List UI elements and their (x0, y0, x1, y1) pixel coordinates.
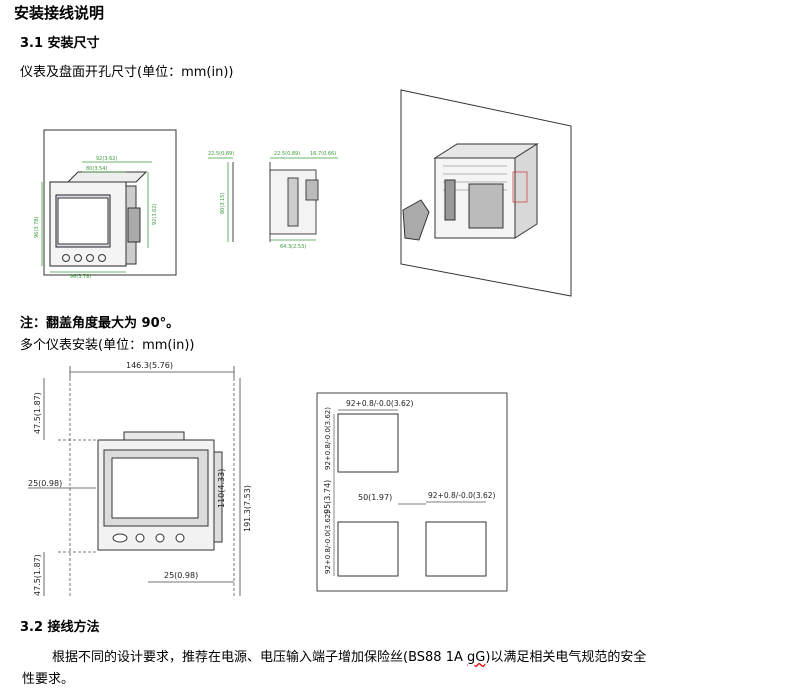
dim-width-146-3: 146.3(5.76) (126, 361, 173, 370)
caption-panel-cutout: 仪表及盘面开孔尺寸(单位：mm(in)) (20, 65, 234, 80)
wiring-paragraph-line1: 根据不同的设计要求，推荐在电源、电压输入端子增加保险丝(BS88 1A gG)以… (52, 646, 646, 665)
dim-64-3: 64.3(2.53) (280, 244, 306, 250)
dim-80-side: 80(3.15) (220, 193, 226, 214)
para-line1-post: )以满足相关电气规范的安全 (485, 650, 647, 665)
dim-92-vertical: 92(3.62) (152, 204, 158, 225)
dim-16-7: 16.7(0.66) (310, 151, 336, 157)
dim-right-gap-25: 25(0.98) (164, 571, 198, 580)
cutout-dim-right: 92+0.8/-0.0(3.62) (428, 491, 496, 500)
dim-96-vertical: 96(3.78) (34, 217, 40, 238)
wiring-paragraph-line2: 性要求。 (22, 672, 75, 687)
spacing-50: 50(1.97) (358, 493, 392, 502)
dim-height-110: 110(4.33) (217, 469, 226, 508)
spellcheck-word: gG (467, 650, 486, 665)
cutout-dim-top: 92+0.8/-0.0(3.62) (346, 399, 414, 408)
spacing-95: 95(3.74) (323, 480, 332, 514)
dim-left-gap-25: 25(0.98) (28, 479, 62, 488)
dim-top-gap-47-5: 47.5(1.87) (33, 392, 42, 434)
note-flip-angle: 注：翻盖角度最大为 90°。 (20, 316, 180, 331)
caption-multi-install: 多个仪表安装(单位：mm(in)) (20, 338, 195, 353)
dim-22-5-a: 22.5(0.89) (208, 151, 234, 157)
section-heading-install-size: 3.1 安装尺寸 (20, 36, 100, 51)
dim-22-5-b: 22.5(0.89) (274, 151, 300, 157)
dim-92-top: 92(3.62) (96, 156, 117, 162)
dim-96-bottom: 96(3.78) (70, 274, 91, 280)
meter-dimension-drawing: 92(3.62) 80(3.54) 96(3.78) 96(3.78) 92(3… (34, 129, 338, 280)
dim-height-191-3: 191.3(7.53) (243, 485, 252, 532)
dim-80-top: 80(3.54) (86, 166, 107, 172)
cutout-dim-left: 92+0.8/-0.0(3.62) (324, 407, 332, 470)
multi-meter-spacing-drawing: 146.3(5.76) 47.5(1.87) 25(0.98) 110(4.33… (28, 361, 252, 596)
meter-isometric-illustration (400, 89, 572, 297)
panel-cutout-layout: 92+0.8/-0.0(3.62) 92+0.8/-0.0(3.62) 50(1… (316, 392, 508, 592)
section-heading-wiring: 3.2 接线方法 (20, 620, 100, 635)
dim-bottom-gap-47-5: 47.5(1.87) (33, 554, 42, 596)
cutout-dim-left-2: 92+0.8/-0.0(3.62) (324, 511, 332, 574)
page-title: 安装接线说明 (14, 4, 105, 22)
para-line1-pre: 根据不同的设计要求，推荐在电源、电压输入端子增加保险丝(BS88 1A (52, 650, 467, 665)
